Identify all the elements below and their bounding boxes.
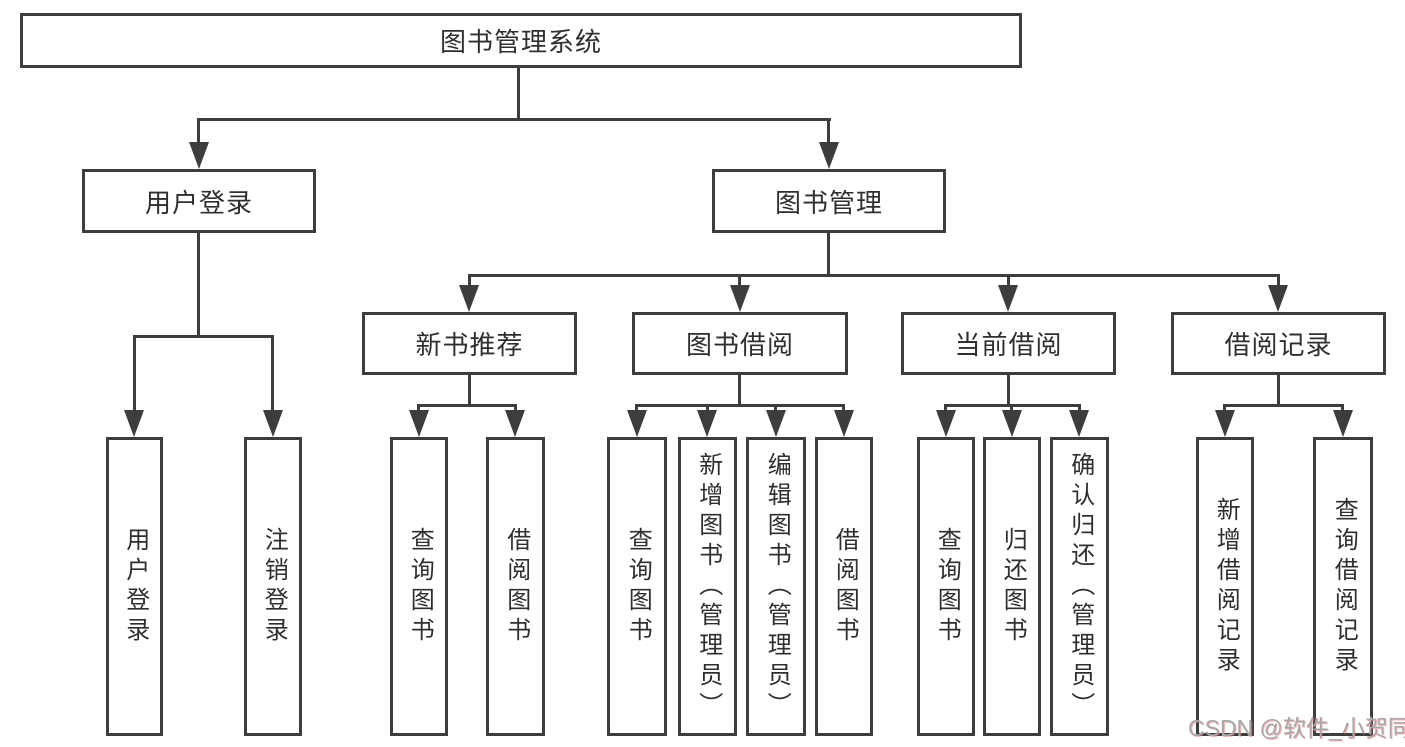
leaf-bw-borrow-books: 借阅图书	[815, 437, 873, 736]
connector-login-leaf2-drop	[271, 335, 274, 413]
leaf-bw-query-books-label: 查询图书	[624, 526, 652, 647]
leaf-cu-query-books-label: 查询图书	[933, 526, 961, 647]
arrowhead-cu-leaf2	[1002, 410, 1022, 437]
leaf-cu-return-books: 归还图书	[983, 437, 1041, 736]
arrowhead-login-leaf1	[124, 410, 144, 437]
arrowhead-bw-leaf3	[766, 410, 786, 437]
leaf-rc-query-record: 查询借阅记录	[1313, 437, 1373, 736]
leaf-bw-add-books-admin-label: 新增图书（管理员）	[694, 451, 722, 722]
node-user-login-label: 用户登录	[144, 187, 253, 218]
connector-borrowing-drop	[738, 274, 741, 288]
node-user-login: 用户登录	[82, 169, 316, 233]
arrowhead-cu-leaf1	[936, 410, 956, 437]
node-borrowing-label: 图书借阅	[685, 330, 794, 360]
leaf-bw-borrow-books-label: 借阅图书	[831, 526, 859, 647]
leaf-logout-label: 注销登录	[260, 526, 288, 647]
node-new-books-label: 新书推荐	[415, 330, 524, 360]
leaf-rc-add-record: 新增借阅记录	[1196, 437, 1254, 736]
connector-bw-leaf2-drop	[706, 404, 709, 414]
leaf-logout: 注销登录	[244, 437, 302, 736]
leaf-bw-add-books-admin: 新增图书（管理员）	[678, 437, 737, 736]
arrowhead-book-mgmt	[819, 142, 839, 169]
leaf-bw-query-books: 查询图书	[607, 437, 667, 736]
connector-records-stem	[1277, 375, 1280, 407]
connector-bw-leaf1-drop	[635, 404, 638, 414]
arrowhead-bw-leaf1	[627, 410, 647, 437]
leaf-cu-confirm-return-admin-label: 确认归还（管理员）	[1066, 451, 1094, 722]
leaf-nb-borrow-books: 借阅图书	[486, 437, 545, 736]
csdn-watermark: CSDN @软件_小贺同学	[1188, 715, 1405, 741]
leaf-user-login: 用户登录	[106, 437, 163, 736]
connector-level3-rail	[468, 274, 1280, 277]
leaf-user-login-label: 用户登录	[121, 526, 149, 647]
arrowhead-bw-leaf2	[697, 410, 717, 437]
connector-borrowing-rail	[635, 404, 845, 407]
connector-nb-leaf2-drop	[514, 404, 517, 414]
connector-book-mgmt-drop	[827, 118, 830, 146]
leaf-nb-query-books: 查询图书	[390, 437, 448, 736]
connector-login-leaf1-drop	[133, 335, 136, 413]
connector-user-login-drop	[197, 118, 200, 146]
arrowhead-records	[1268, 285, 1288, 312]
arrowhead-login-leaf2	[263, 410, 283, 437]
connector-current-drop	[1007, 274, 1010, 288]
connector-borrowing-stem	[738, 375, 741, 407]
node-book-mgmt-label: 图书管理	[774, 187, 883, 218]
connector-records-drop	[1277, 274, 1280, 288]
connector-level2-rail	[197, 118, 831, 121]
leaf-rc-query-record-label: 查询借阅记录	[1330, 496, 1358, 677]
arrowhead-current	[998, 285, 1018, 312]
leaf-bw-edit-books-admin-label: 编辑图书（管理员）	[763, 451, 791, 722]
connector-records-rail	[1223, 404, 1343, 407]
connector-user-login-stem	[197, 233, 200, 335]
connector-user-login-rail	[133, 335, 274, 338]
connector-current-stem	[1007, 375, 1010, 407]
arrowhead-rc-leaf1	[1215, 410, 1235, 437]
arrowhead-rc-leaf2	[1333, 410, 1353, 437]
connector-bw-leaf4-drop	[842, 404, 845, 414]
leaf-cu-confirm-return-admin: 确认归还（管理员）	[1050, 437, 1109, 736]
node-book-mgmt: 图书管理	[712, 169, 946, 233]
node-records-label: 借阅记录	[1224, 330, 1333, 360]
connector-rc-leaf2-drop	[1341, 404, 1344, 414]
connector-rc-leaf1-drop	[1223, 404, 1226, 414]
connector-new-books-drop	[468, 274, 471, 288]
leaf-cu-query-books: 查询图书	[917, 437, 975, 736]
connector-book-mgmt-stem	[827, 233, 830, 274]
connector-bw-leaf3-drop	[774, 404, 777, 414]
arrowhead-borrowing	[730, 285, 750, 312]
leaf-cu-return-books-label: 归还图书	[999, 526, 1027, 647]
connector-cu-leaf1-drop	[944, 404, 947, 414]
node-current: 当前借阅	[901, 312, 1116, 375]
leaf-bw-edit-books-admin: 编辑图书（管理员）	[746, 437, 806, 736]
node-root-library-system: 图书管理系统	[20, 13, 1022, 68]
connector-new-books-rail	[417, 404, 517, 407]
arrowhead-bw-leaf4	[834, 410, 854, 437]
leaf-rc-add-record-label: 新增借阅记录	[1212, 496, 1240, 677]
node-current-label: 当前借阅	[954, 330, 1063, 360]
arrowhead-nb-leaf2	[505, 410, 525, 437]
node-root-label: 图书管理系统	[439, 27, 602, 57]
leaf-nb-borrow-books-label: 借阅图书	[502, 526, 530, 647]
arrowhead-nb-leaf1	[409, 410, 429, 437]
arrowhead-cu-leaf3	[1069, 410, 1089, 437]
connector-root-stem	[517, 68, 520, 118]
node-records: 借阅记录	[1171, 312, 1386, 375]
node-new-books: 新书推荐	[362, 312, 577, 375]
arrowhead-user-login	[189, 142, 209, 169]
connector-new-books-stem	[468, 375, 471, 407]
node-borrowing: 图书借阅	[632, 312, 848, 375]
leaf-nb-query-books-label: 查询图书	[406, 526, 434, 647]
arrowhead-new-books	[459, 285, 479, 312]
connector-cu-leaf2-drop	[1010, 404, 1013, 414]
connector-nb-leaf1-drop	[417, 404, 420, 414]
connector-cu-leaf3-drop	[1078, 404, 1081, 414]
